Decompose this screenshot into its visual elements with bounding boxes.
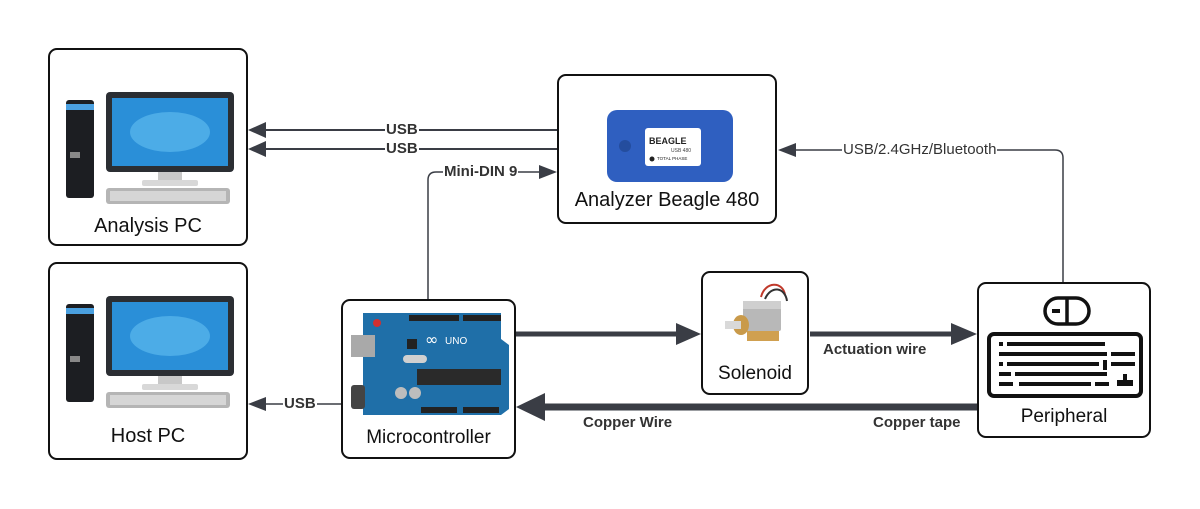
node-solenoid[interactable]: Solenoid — [701, 271, 809, 395]
node-microcontroller[interactable]: ∞ UNO Microcontroller — [341, 299, 516, 459]
edge-label-usb-1: USB — [385, 121, 419, 138]
svg-text:USB 480: USB 480 — [671, 148, 691, 154]
edge-label-usb-host: USB — [283, 395, 317, 412]
edge-label-wireless: USB/2.4GHz/Bluetooth — [842, 141, 998, 158]
solenoid-icon — [725, 283, 788, 341]
edge-label-actuation: Actuation wire — [822, 341, 928, 358]
node-label: Microcontroller — [366, 427, 491, 448]
arrowhead — [248, 141, 266, 157]
node-label: Analyzer Beagle 480 — [574, 189, 760, 211]
node-peripheral[interactable]: Peripheral — [977, 282, 1151, 438]
edge-label-copper-wire: Copper Wire — [582, 414, 674, 431]
desktop-computer-icon — [66, 296, 234, 408]
node-label: Host PC — [110, 425, 186, 447]
edge-label-usb-2: USB — [385, 140, 419, 157]
arrowhead — [778, 143, 796, 157]
arrowhead — [539, 165, 557, 179]
svg-text:BEAGLE: BEAGLE — [649, 136, 687, 146]
svg-text:UNO: UNO — [445, 336, 467, 347]
edge-label-copper-tape: Copper tape — [872, 414, 962, 431]
arrowhead — [951, 323, 977, 345]
mouse-keyboard-icon — [987, 296, 1143, 398]
arduino-uno-board-icon: ∞ UNO — [351, 313, 509, 415]
edge-mini-din — [427, 171, 540, 300]
desktop-computer-icon — [66, 92, 234, 204]
node-label: Solenoid — [718, 363, 792, 384]
arrowhead — [248, 397, 266, 411]
node-label: Peripheral — [1020, 406, 1108, 427]
node-analyzer-beagle[interactable]: BEAGLE USB 480 TOTAL PHASE Analyzer Beag… — [557, 74, 777, 224]
node-label: Analysis PC — [94, 215, 202, 237]
edge-wireless — [795, 149, 1064, 282]
node-host-pc[interactable]: Host PC — [48, 262, 248, 460]
svg-text:TOTAL PHASE: TOTAL PHASE — [657, 156, 687, 161]
edge-label-mini-din: Mini-DIN 9 — [443, 163, 519, 180]
svg-text:∞: ∞ — [425, 330, 438, 349]
arrowhead — [676, 323, 701, 345]
node-analysis-pc[interactable]: Analysis PC — [48, 48, 248, 246]
arrowhead — [516, 393, 545, 421]
usb-analyzer-device-icon: BEAGLE USB 480 TOTAL PHASE — [607, 110, 733, 182]
arrowhead — [248, 122, 266, 138]
